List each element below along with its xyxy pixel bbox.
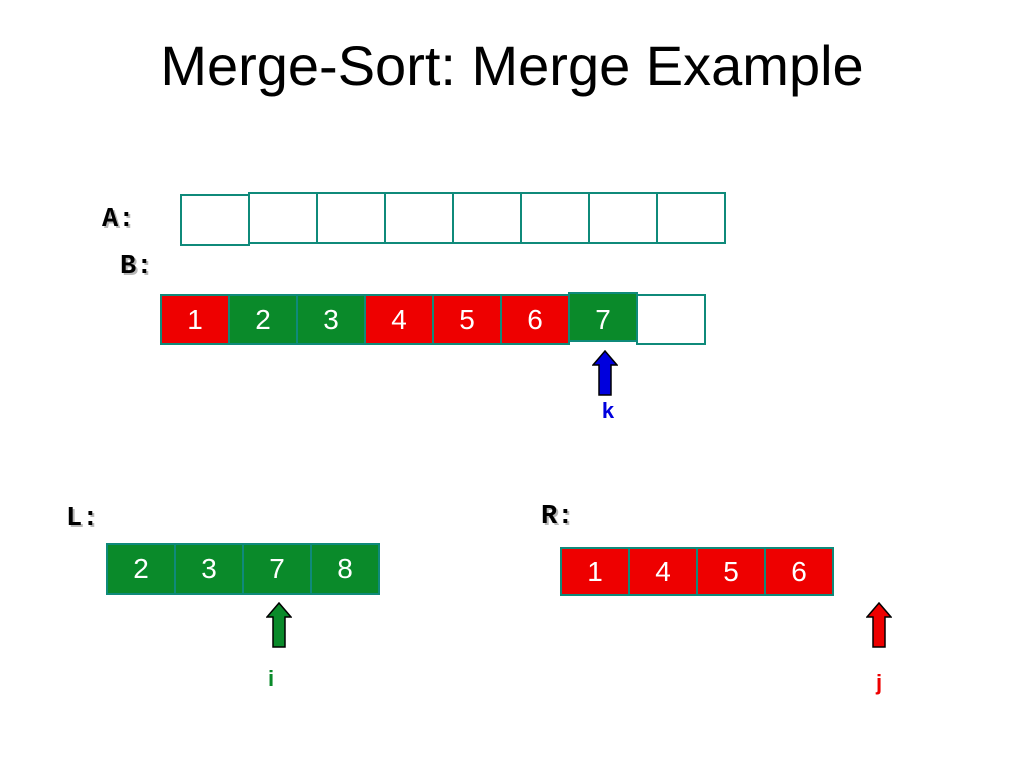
array-a-cell <box>384 192 454 244</box>
array-b-cell: 2 <box>228 294 298 345</box>
i-pointer-label: i <box>267 666 275 691</box>
slide-title: Merge-Sort: Merge Example <box>160 34 864 97</box>
label-r: R: <box>541 502 574 532</box>
array-r-cell: 5 <box>696 547 766 596</box>
array-a-cell <box>520 192 590 244</box>
label-l: L: <box>66 504 99 534</box>
array-a-cell <box>656 192 726 244</box>
i-pointer-arrow-icon <box>266 602 292 648</box>
array-a-cell <box>180 194 250 246</box>
array-l-cell: 3 <box>174 543 244 595</box>
array-b-cell: 5 <box>432 294 502 345</box>
k-pointer-arrow-icon <box>592 350 618 396</box>
array-b-cell: 6 <box>500 294 570 345</box>
array-r-cell: 6 <box>764 547 834 596</box>
array-a <box>180 192 726 246</box>
array-a-cell <box>248 192 318 244</box>
array-b-cell: 4 <box>364 294 434 345</box>
array-a-cell <box>316 192 386 244</box>
array-l-cell: 7 <box>242 543 312 595</box>
j-pointer-label: j <box>875 670 883 695</box>
array-b-cell: 7 <box>568 292 638 342</box>
array-a-cell <box>452 192 522 244</box>
array-r-cell: 1 <box>560 547 630 596</box>
label-b: B: <box>120 252 153 282</box>
array-b-cell: 1 <box>160 294 230 345</box>
label-a: A: <box>102 205 135 235</box>
k-pointer-label: k <box>601 398 615 423</box>
array-a-cell <box>588 192 658 244</box>
array-r-cell: 4 <box>628 547 698 596</box>
array-b-cell <box>636 294 706 345</box>
array-l-cell: 2 <box>106 543 176 595</box>
array-b-cell: 3 <box>296 294 366 345</box>
array-l-cell: 8 <box>310 543 380 595</box>
j-pointer-arrow-icon <box>866 602 892 648</box>
